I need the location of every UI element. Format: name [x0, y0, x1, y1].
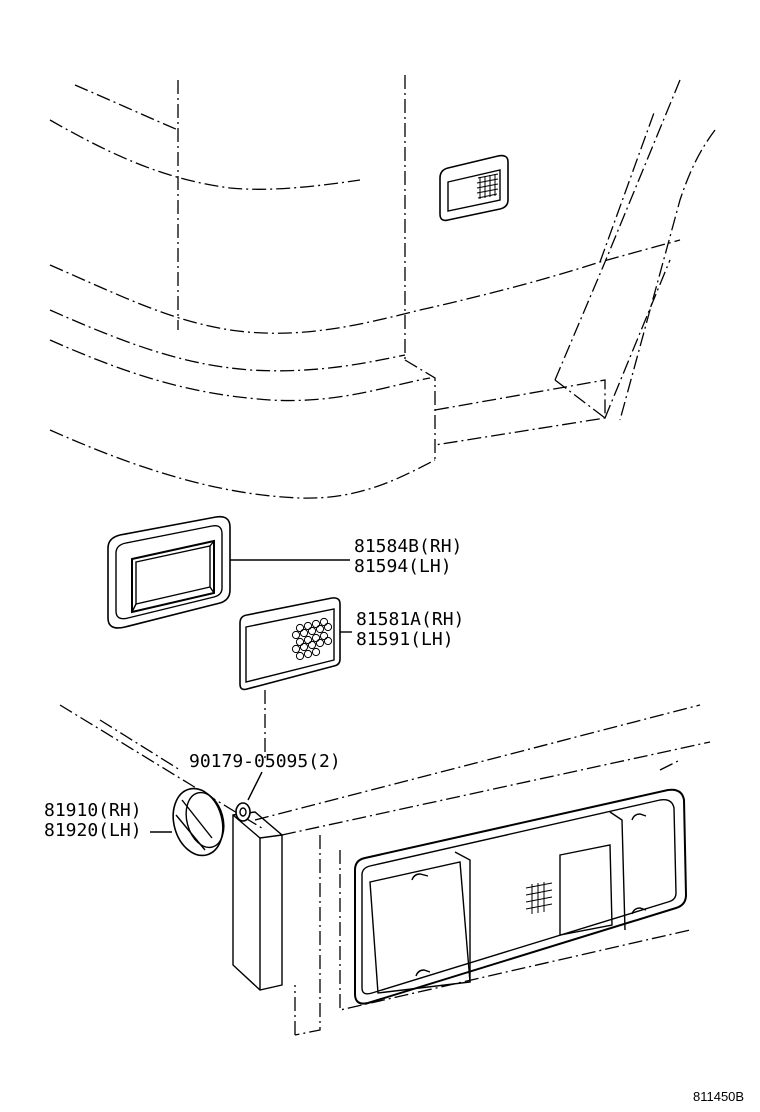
bezel-label-rh: 81584B(RH)	[354, 536, 463, 557]
lens-label-rh: 81581A(RH)	[356, 609, 465, 630]
leader-lines	[150, 559, 352, 833]
reflector-part	[172, 787, 225, 857]
lens-label-lh: 81591(LH)	[356, 629, 454, 650]
bezel-part	[107, 515, 231, 629]
rear-lamp-assembly	[354, 788, 688, 1005]
lens-part	[239, 597, 341, 691]
screw-label: 90179-05095(2)	[189, 751, 341, 772]
vehicle-body-outline	[49, 75, 716, 499]
figure-code: 811450B	[693, 1089, 745, 1104]
lens-honeycomb	[291, 617, 333, 661]
reflector-label-lh: 81920(LH)	[44, 820, 142, 841]
screw-part	[235, 802, 251, 822]
installed-side-marker	[439, 154, 509, 222]
bezel-label-lh: 81594(LH)	[354, 556, 452, 577]
reflector-label-rh: 81910(RH)	[44, 800, 142, 821]
lower-body-outline	[59, 690, 711, 1036]
